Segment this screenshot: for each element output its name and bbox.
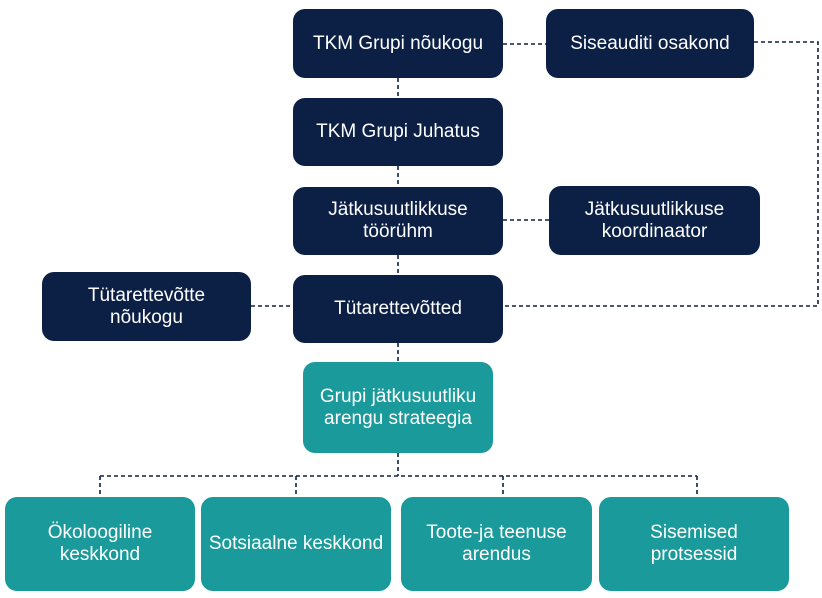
node-strategy: Grupi jätkusuutliku arengu strateegia <box>303 362 493 453</box>
node-product-dev: Toote-ja teenuse arendus <box>401 497 592 591</box>
connector-audit-subsidiaries <box>503 41 819 307</box>
node-strategy-label: Grupi jätkusuutliku arengu strateegia <box>319 385 477 429</box>
node-internal-audit: Siseauditi osakond <box>546 9 754 78</box>
node-internal-audit-label: Siseauditi osakond <box>570 32 730 54</box>
node-council: TKM Grupi nõukogu <box>293 9 503 78</box>
node-ecological-label: Ökoloogiline keskkond <box>47 522 153 565</box>
node-social-label: Sotsiaalne keskkond <box>208 533 384 554</box>
node-council-label: TKM Grupi nõukogu <box>312 32 484 54</box>
node-subsidiaries-label: Tütarettevõtted <box>334 298 462 319</box>
node-processes-label: Sisemised protsessid <box>650 522 738 565</box>
node-working-group: Jätkusuutlikkuse töörühm <box>293 187 503 255</box>
node-subsidiaries: Tütarettevõtted <box>293 275 503 343</box>
node-subsidiary-council-label: Tütarettevõtte nõukogu <box>87 284 206 328</box>
node-management: TKM Grupi Juhatus <box>293 98 503 166</box>
node-coordinator: Jätkusuutlikkuse koordinaator <box>549 186 760 255</box>
node-product-dev-label: Toote-ja teenuse arendus <box>426 522 567 565</box>
node-social: Sotsiaalne keskkond <box>201 497 391 591</box>
node-working-group-label: Jätkusuutlikkuse töörühm <box>328 199 468 242</box>
node-coordinator-label: Jätkusuutlikkuse koordinaator <box>584 198 725 242</box>
node-processes: Sisemised protsessid <box>599 497 789 591</box>
node-management-label: TKM Grupi Juhatus <box>316 121 480 142</box>
node-subsidiary-council: Tütarettevõtte nõukogu <box>42 272 251 341</box>
node-ecological: Ökoloogiline keskkond <box>5 497 195 591</box>
